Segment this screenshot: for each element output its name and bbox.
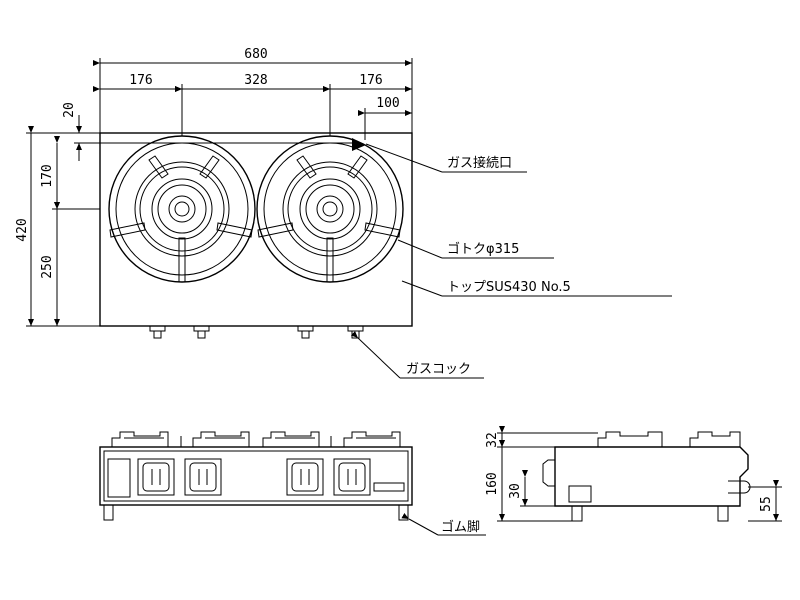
top-view-dimensions: 680 176 328 176 100 20 420 170 250 xyxy=(15,47,413,327)
gas-inlet-marker xyxy=(352,138,366,151)
callouts: ガス接続口 ゴトクφ315 トップSUS430 No.5 ガスコック xyxy=(350,143,672,379)
dim-depth-rear: 250 xyxy=(40,255,55,278)
callout-gas-cock: ガスコック xyxy=(406,362,471,377)
dim-inlet-depth: 20 xyxy=(62,102,77,118)
dim-side-small: 30 xyxy=(508,483,523,499)
right-trivet-ring-outer xyxy=(256,135,404,283)
dim-depth-front: 170 xyxy=(40,164,55,187)
left-trivet-ring-outer xyxy=(108,135,256,283)
dim-side-top: 32 xyxy=(485,432,500,448)
front-view: ゴム脚 xyxy=(99,431,486,536)
dim-depth-total: 420 xyxy=(15,218,30,241)
top-view xyxy=(99,132,413,339)
dim-side-height: 160 xyxy=(485,472,500,495)
side-body-outline xyxy=(554,446,749,507)
dim-right-offset: 176 xyxy=(359,73,382,88)
front-label-plate xyxy=(373,482,405,492)
side-view: 32 160 30 55 xyxy=(485,426,782,522)
callout-trivet: ゴトクφ315 xyxy=(447,241,519,257)
dim-side-inlet-height: 55 xyxy=(759,496,774,512)
dim-overall-width: 680 xyxy=(244,47,267,62)
dim-center-span: 328 xyxy=(244,73,267,88)
front-trivets xyxy=(111,431,401,447)
top-plate-outline xyxy=(99,132,413,327)
gas-cock-knobs-top xyxy=(149,326,364,339)
callout-top-material: トップSUS430 No.5 xyxy=(447,280,571,295)
right-burner xyxy=(256,135,404,283)
callout-rubber-foot: ゴム脚 xyxy=(441,519,480,535)
left-burner xyxy=(108,135,256,283)
front-rubber-feet xyxy=(103,505,409,521)
callout-gas-inlet: ガス接続口 xyxy=(447,155,512,171)
dim-left-offset: 176 xyxy=(129,73,152,88)
front-body-outline xyxy=(99,446,413,506)
front-knobs xyxy=(137,458,371,496)
dim-inlet-offset: 100 xyxy=(376,96,399,111)
